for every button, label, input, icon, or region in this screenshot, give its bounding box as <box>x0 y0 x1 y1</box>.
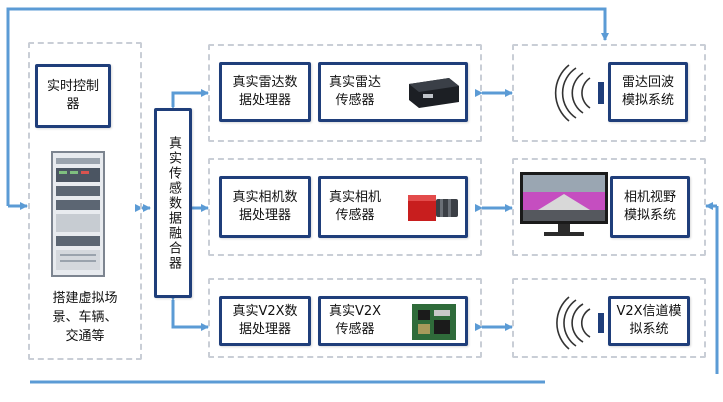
v2x-board-icon <box>412 304 456 340</box>
v2x-sim-box: V2X信道模 拟系统 <box>608 296 690 346</box>
fusion-radar-arrow <box>169 89 209 114</box>
sensor-fusion-box: 真实传感数据融合器 <box>154 108 192 298</box>
simulation-host-label: 搭建虚拟场 景、车辆、 交通等 <box>52 290 118 344</box>
v2x-group <box>208 278 482 358</box>
radar-device-icon <box>409 78 459 108</box>
radar-sim-group <box>512 44 706 142</box>
simulation-host-group <box>28 42 142 360</box>
fusion-v2x-arrow <box>169 293 209 331</box>
radar-processor-box: 真实雷达数 据处理器 <box>219 62 311 122</box>
camera-group <box>208 158 482 256</box>
camera-device-icon <box>408 195 458 221</box>
camera-sim-box: 相机视野 模拟系统 <box>610 176 690 238</box>
camera-processor-box: 真实相机数 据处理器 <box>219 176 311 238</box>
radar-group <box>208 44 482 142</box>
camera-sensor-label: 真实相机 传感器 <box>329 190 382 223</box>
realtime-controller-box: 实时控制 器 <box>35 64 111 128</box>
radar-sensor-label: 真实雷达 传感器 <box>329 75 382 108</box>
radar-sim-box: 雷达回波 模拟系统 <box>608 62 688 122</box>
v2x-sim-group <box>512 278 706 358</box>
monitor-icon <box>520 172 608 236</box>
control-cabinet-icon <box>51 151 105 277</box>
camera-sim-group <box>512 158 706 256</box>
v2x-wave-icon <box>556 296 604 350</box>
v2x-processor-box: 真实V2X数 据处理器 <box>219 296 311 346</box>
radar-sensor-box: 真实雷达 传感器 <box>318 62 468 122</box>
radar-wave-icon <box>554 64 604 122</box>
v2x-sensor-label: 真实V2X 传感器 <box>329 304 382 337</box>
top-loop-line <box>6 7 609 206</box>
